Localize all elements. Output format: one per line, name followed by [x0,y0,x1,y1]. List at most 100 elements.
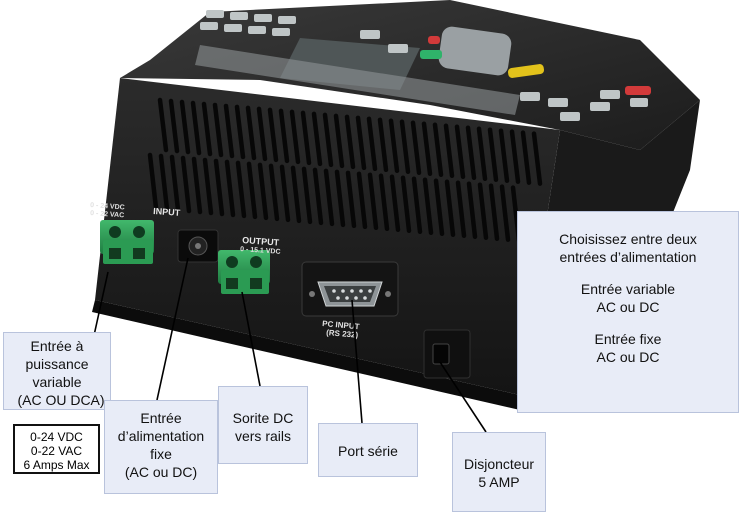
vent-slot [433,178,445,236]
vent-slot [157,97,169,153]
red-button-right [625,86,651,95]
vent-slot [466,181,478,239]
callout-fixed-input-line-4: (AC ou DC) [124,464,198,480]
device-front [95,78,560,395]
info-variable-line-2: AC ou DC [596,299,660,315]
vent-slot [388,118,400,174]
vent-slot [322,112,334,168]
callout-variable-input-line-2: puissance [25,356,89,372]
vent-slot [509,129,521,184]
vent-slot [377,117,389,173]
vent-slot [366,116,378,172]
spec-line-2: 0-22 VAC [30,444,83,458]
breaker-switch [423,329,471,379]
vent-slot [356,171,368,230]
vent-slot [520,130,532,185]
vent-slot [432,122,444,177]
vent-slot [399,119,411,175]
info-box: Choisissez entre deux entrées d’alimenta… [517,211,739,413]
output-header: OUTPUT [242,235,280,248]
vent-slot [246,161,258,220]
callout-fixed-input-line-1: Entrée [140,410,182,426]
info-intro-line-2: entrées d’alimentation [559,249,697,265]
vent-slot [300,110,312,166]
vent-slot [289,109,301,165]
vent-slot [180,155,192,214]
vent-slot [224,159,236,218]
serial-label-2: (RS 232) [326,328,359,340]
serial-port [301,261,399,317]
vent-slot [168,98,180,154]
vent-slot [301,166,313,225]
vent-slot [421,121,433,177]
serial-label-1: PC INPUT [322,319,360,331]
callout-fixed-input: Entrée d’alimentation fixe (AC ou DC) [104,400,218,494]
yellow-button [507,64,545,78]
info-fixed-line-1: Entrée fixe [594,331,662,347]
vent-slot [400,175,412,234]
vent-slot [223,103,235,159]
vent-slot [422,177,434,235]
vent-slot [411,176,423,235]
vent-slot [279,164,291,223]
vent-slot [201,101,213,157]
green-button [420,50,442,59]
vent-slot [234,104,246,160]
vent-slot [454,124,466,179]
vent-slot [256,106,268,162]
vent-slot [179,99,191,155]
vent-slot [443,123,455,178]
vent-slot [212,102,224,158]
leader-serial-port [351,299,363,424]
keypad [200,10,648,121]
vent-slot [488,183,500,241]
callout-variable-input-line-1: Entrée à [30,338,84,354]
vent-slot [257,162,269,221]
throttle-knob [438,26,512,76]
output-rating: 0 - 15.1 VDC [240,246,281,256]
vent-slot [455,180,467,238]
vent-slot [169,154,181,213]
vent-slot [213,158,225,217]
vent-slot [147,152,159,211]
vent-slots [147,97,543,243]
vent-slot [476,126,488,181]
vent-slot [267,107,279,163]
vent-slot [389,174,401,233]
leader-dc-output [241,291,261,387]
leader-breaker [439,361,487,433]
callout-breaker-line-2: 5 AMP [478,474,520,490]
callout-serial-port-line-1: Port série [338,443,398,459]
variable-input-spec-box: 0-24 VDC 0-22 VAC 6 Amps Max [13,424,100,474]
callout-variable-input: Entrée à puissance variable (AC OU DCA) [3,332,111,410]
red-button [428,36,440,44]
vent-slot [312,167,324,226]
vent-slot [477,182,489,240]
vent-slot [498,128,510,183]
vent-slot [355,115,367,171]
callout-dc-output-line-2: vers rails [234,428,291,444]
info-intro-line-1: Choisissez entre deux [559,231,697,247]
vent-slot [334,169,346,228]
device-base [92,300,520,410]
leader-variable-input [92,271,109,341]
callout-variable-input-line-4: (AC OU DCA) [17,392,105,408]
leader-lines [92,257,487,433]
callout-breaker-line-1: Disjoncteur [463,456,535,472]
input-terminal [100,220,154,264]
output-terminal [218,250,270,294]
brand-stripe [195,45,520,115]
vent-slot [158,153,170,212]
info-fixed-line-2: AC ou DC [596,349,660,365]
vent-slot [531,131,543,186]
vent-slot [235,160,247,219]
vent-slot [378,173,390,232]
vent-slot [487,127,499,182]
vent-slot [344,114,356,170]
vent-slot [268,163,280,222]
vent-slot [345,170,357,229]
vent-slot [444,179,456,237]
callout-breaker: Disjoncteur 5 AMP [452,432,546,512]
callout-dc-output: Sorite DC vers rails [218,386,308,464]
info-variable-line-1: Entrée variable [580,281,676,297]
